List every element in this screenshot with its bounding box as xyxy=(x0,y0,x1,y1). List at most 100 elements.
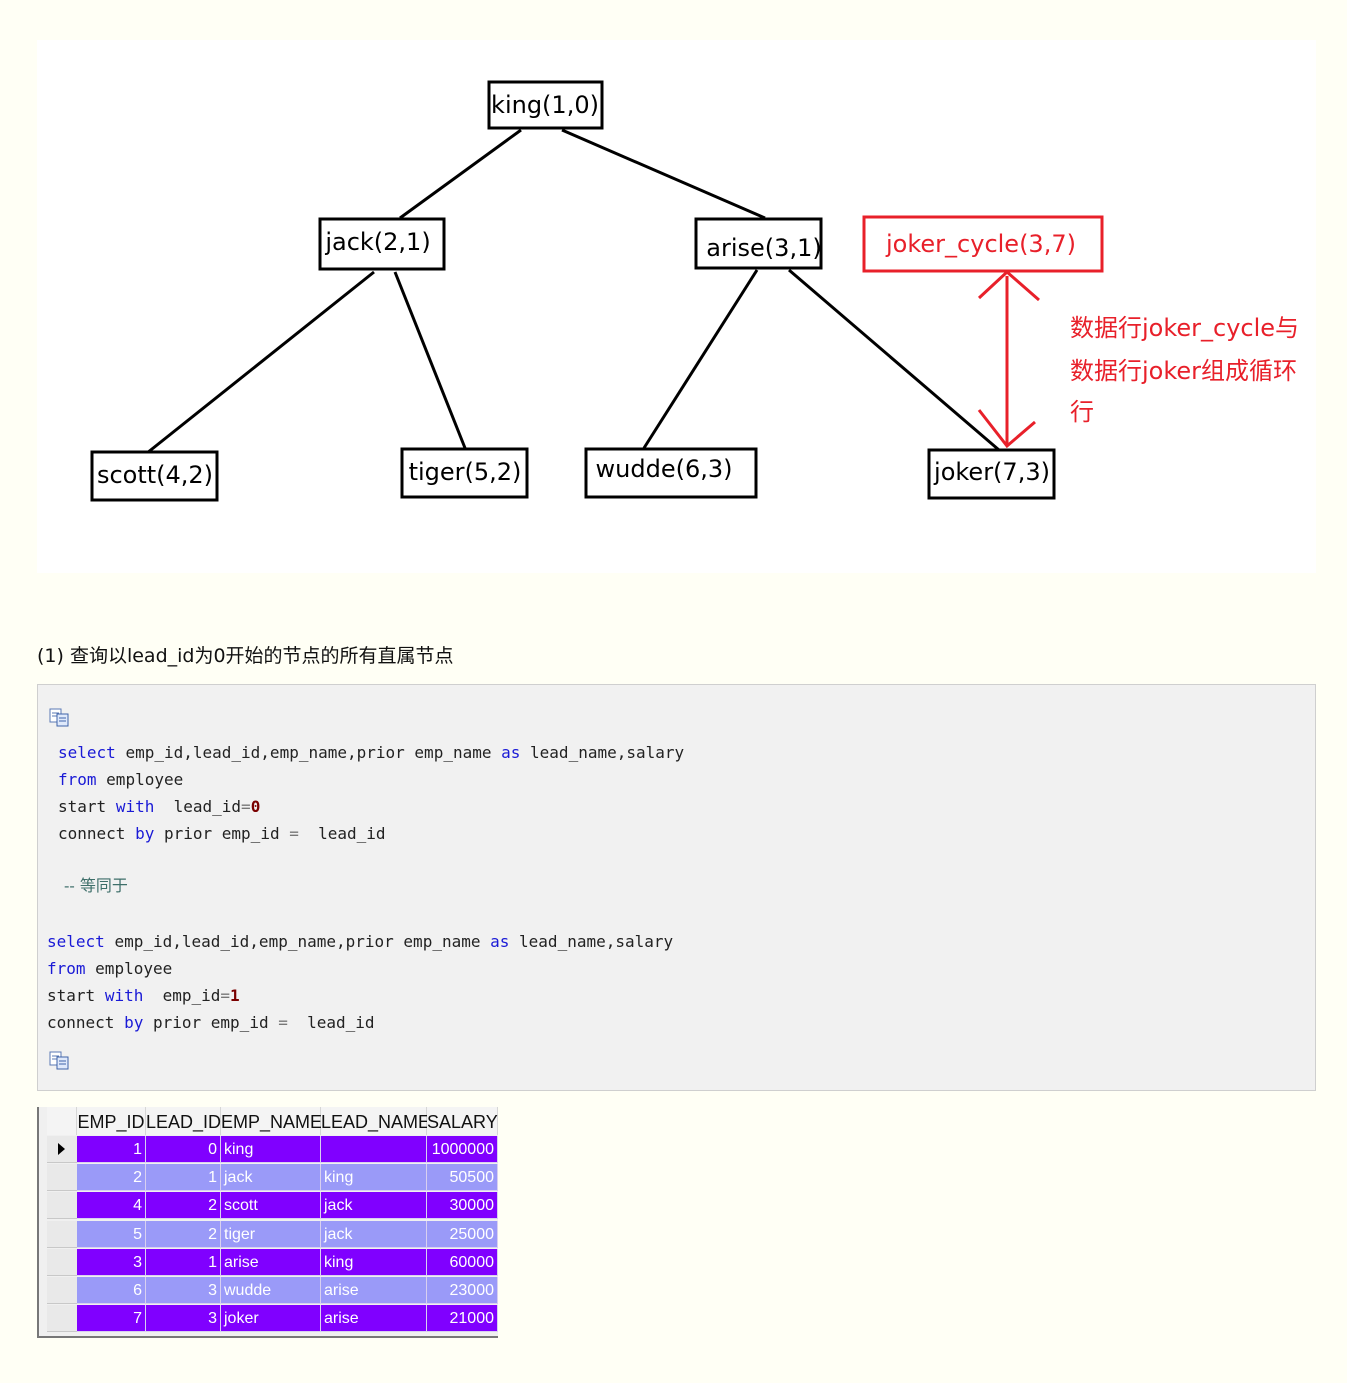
row-selector[interactable] xyxy=(47,1220,77,1248)
node-arise-label: arise(3,1) xyxy=(706,234,821,262)
code-comment: -- 等同于 xyxy=(64,876,128,895)
cell-emp-id[interactable]: 7 xyxy=(77,1305,146,1333)
copy-icon[interactable] xyxy=(49,707,71,727)
cell-salary[interactable]: 30000 xyxy=(427,1192,498,1220)
header-lead-name[interactable]: LEAD_NAME xyxy=(321,1107,430,1135)
annotation-line-1: 数据行joker_cycle与 xyxy=(1070,314,1299,342)
cell-emp-id[interactable]: 4 xyxy=(77,1192,146,1220)
node-king: king(1,0) xyxy=(487,80,604,130)
code-line: start with lead_id=0 xyxy=(58,797,260,817)
cell-lead-id[interactable]: 1 xyxy=(146,1164,221,1192)
copy-icon[interactable] xyxy=(49,1050,71,1070)
code-line: start with emp_id=1 xyxy=(47,986,240,1006)
cell-emp-name[interactable]: joker xyxy=(221,1305,321,1333)
cell-lead-name[interactable]: jack xyxy=(321,1220,427,1248)
code-text: emp_id xyxy=(162,986,221,1005)
code-number: 1 xyxy=(230,986,240,1005)
node-arise: arise(3,1) xyxy=(694,217,823,270)
code-keyword: as xyxy=(501,743,521,762)
cell-lead-name[interactable]: king xyxy=(321,1164,427,1192)
cell-emp-name[interactable]: scott xyxy=(221,1192,321,1220)
cycle-double-arrow xyxy=(977,269,1040,449)
header-lead-id[interactable]: LEAD_ID xyxy=(146,1107,221,1135)
code-line: select emp_id,lead_id,emp_name,prior emp… xyxy=(47,932,673,952)
code-line: from employee xyxy=(47,959,172,979)
code-text: employee xyxy=(95,959,173,978)
cell-salary[interactable]: 25000 xyxy=(427,1220,498,1248)
code-keyword: with xyxy=(115,797,155,816)
cell-salary[interactable]: 21000 xyxy=(427,1305,498,1333)
node-scott-label: scott(4,2) xyxy=(97,461,213,489)
code-keyword: select xyxy=(58,743,116,762)
cell-emp-id[interactable]: 2 xyxy=(77,1164,146,1192)
tree-edges xyxy=(146,128,1000,455)
cell-emp-name[interactable]: wudde xyxy=(221,1277,321,1304)
node-jack-label: jack(2,1) xyxy=(324,228,430,256)
cell-emp-name[interactable]: jack xyxy=(221,1164,321,1192)
node-joker-cycle-label: joker_cycle(3,7) xyxy=(885,230,1076,258)
code-operator: = xyxy=(278,1013,288,1032)
code-text: lead_id xyxy=(318,824,386,843)
annotation-line-2: 数据行joker组成循环 xyxy=(1070,357,1297,385)
code-line: connect by prior emp_id = lead_id xyxy=(58,824,386,844)
node-tiger-label: tiger(5,2) xyxy=(409,458,522,486)
cell-emp-id[interactable]: 5 xyxy=(77,1220,146,1248)
cell-salary[interactable]: 50500 xyxy=(427,1164,498,1192)
cell-emp-id[interactable]: 1 xyxy=(77,1136,146,1163)
edge-king-jack xyxy=(399,128,522,220)
header-salary[interactable]: SALARY xyxy=(427,1107,498,1135)
node-king-label: king(1,0) xyxy=(491,91,599,119)
code-text: prior emp_id xyxy=(152,1013,269,1032)
code-text: prior emp_id xyxy=(163,824,280,843)
tree-diagram: king(1,0) jack(2,1) arise(3,1) joker_cyc… xyxy=(37,40,1316,573)
cell-emp-name[interactable]: arise xyxy=(221,1248,321,1276)
code-operator: = xyxy=(289,824,299,843)
code-line: connect by prior emp_id = lead_id xyxy=(47,1013,375,1033)
edge-king-arise xyxy=(561,128,766,220)
current-row-indicator[interactable] xyxy=(47,1136,77,1163)
cell-emp-id[interactable]: 6 xyxy=(77,1277,146,1304)
cell-lead-id[interactable]: 3 xyxy=(146,1305,221,1333)
code-text: emp_id,lead_id,emp_name,prior emp_name xyxy=(114,932,481,951)
cell-lead-id[interactable]: 0 xyxy=(146,1136,221,1163)
edge-jack-tiger xyxy=(393,271,467,449)
node-joker: joker(7,3) xyxy=(927,448,1056,500)
code-text: start xyxy=(58,797,107,816)
cell-lead-name[interactable] xyxy=(321,1136,427,1163)
row-selector[interactable] xyxy=(47,1192,77,1220)
code-keyword: from xyxy=(47,959,86,978)
cell-emp-name[interactable]: tiger xyxy=(221,1220,321,1248)
row-selector[interactable] xyxy=(47,1305,77,1333)
row-selector[interactable] xyxy=(47,1277,77,1304)
cell-lead-id[interactable]: 2 xyxy=(146,1192,221,1220)
cell-salary[interactable]: 23000 xyxy=(427,1277,498,1304)
cell-emp-id[interactable]: 3 xyxy=(77,1248,146,1276)
header-emp-id[interactable]: EMP_ID xyxy=(77,1107,146,1135)
node-wudde-label: wudde(6,3) xyxy=(596,455,733,483)
row-selector[interactable] xyxy=(47,1164,77,1192)
code-keyword: by xyxy=(124,1013,144,1032)
cell-lead-name[interactable]: jack xyxy=(321,1192,427,1220)
cell-lead-id[interactable]: 3 xyxy=(146,1277,221,1304)
cell-lead-name[interactable]: arise xyxy=(321,1277,427,1304)
code-text: lead_name,salary xyxy=(519,932,674,951)
cell-lead-id[interactable]: 2 xyxy=(146,1220,221,1248)
cell-lead-name[interactable]: king xyxy=(321,1248,427,1276)
code-text: start xyxy=(47,986,96,1005)
row-selector[interactable] xyxy=(47,1248,77,1276)
node-scott: scott(4,2) xyxy=(90,450,219,502)
code-number: 0 xyxy=(250,797,261,816)
cell-emp-name[interactable]: king xyxy=(221,1136,321,1163)
code-text: lead_id xyxy=(173,797,242,816)
cell-salary[interactable]: 60000 xyxy=(427,1248,498,1276)
header-emp-name[interactable]: EMP_NAME xyxy=(221,1107,322,1135)
edge-jack-scott xyxy=(146,270,375,455)
cell-salary[interactable]: 1000000 xyxy=(427,1136,498,1163)
annotation-line-3: 行 xyxy=(1070,398,1094,426)
code-keyword: with xyxy=(104,986,144,1005)
code-text: lead_id xyxy=(307,1013,375,1032)
cell-lead-id[interactable]: 1 xyxy=(146,1248,221,1276)
cell-lead-name[interactable]: arise xyxy=(321,1305,427,1333)
node-joker-label: joker(7,3) xyxy=(933,458,1050,486)
